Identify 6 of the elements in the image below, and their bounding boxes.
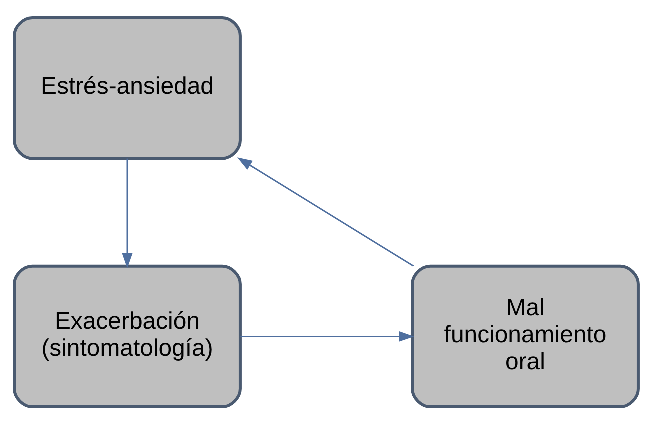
node-box: Mal funcionamiento oral: [411, 264, 640, 409]
arrow: [240, 331, 414, 342]
node-box: Exacerbación (sintomatología): [13, 264, 242, 409]
node-box: Estrés-ansiedad: [13, 16, 242, 160]
arrow: [122, 158, 133, 269]
arrow: [238, 158, 414, 267]
